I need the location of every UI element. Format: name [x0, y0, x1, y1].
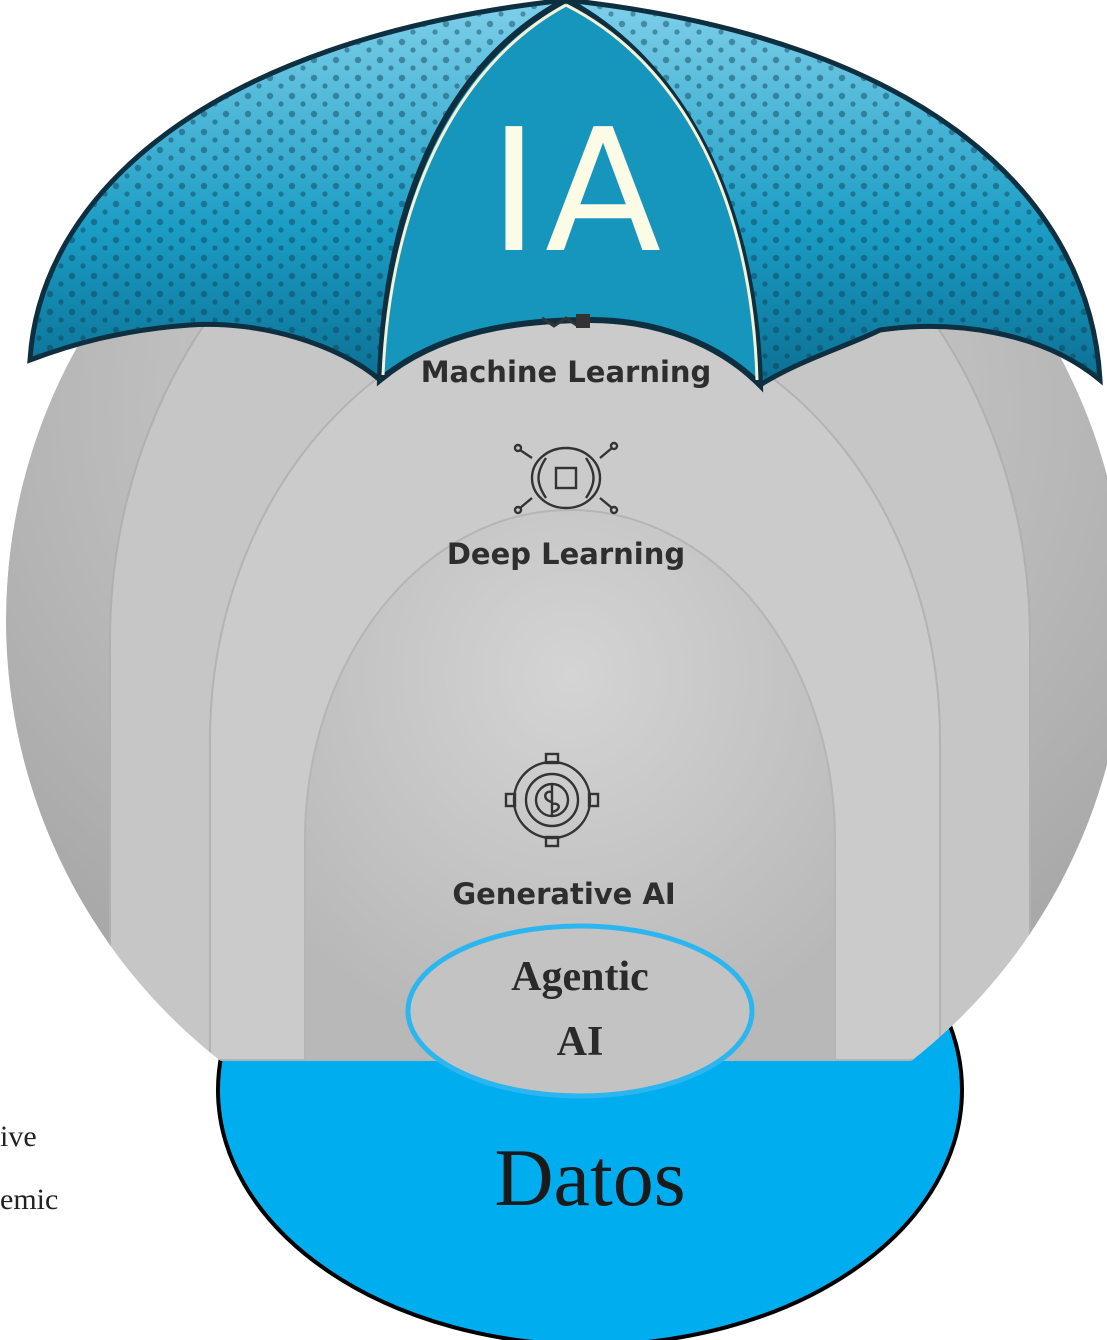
data-label: Datos — [494, 1132, 685, 1223]
side-fragment-1: ive — [0, 1120, 37, 1153]
layer-label-deep-learning: Deep Learning — [447, 537, 685, 571]
umbrella-canopy: IA — [27, 0, 1103, 393]
brain-circuit-icon — [513, 441, 619, 515]
robot-arm-icon — [541, 314, 590, 328]
layer-label-machine-learning: Machine Learning — [421, 355, 712, 389]
agentic-label-line1: Agentic — [511, 954, 649, 1000]
gear-brain-icon — [504, 752, 600, 848]
side-fragment-2: emic — [0, 1183, 59, 1216]
agentic-label-line2: AI — [557, 1019, 604, 1065]
agentic-ai-ellipse: Agentic AI — [405, 923, 755, 1099]
layer-label-generative-ai: Generative AI — [452, 877, 675, 911]
umbrella-label: IA — [489, 93, 667, 291]
